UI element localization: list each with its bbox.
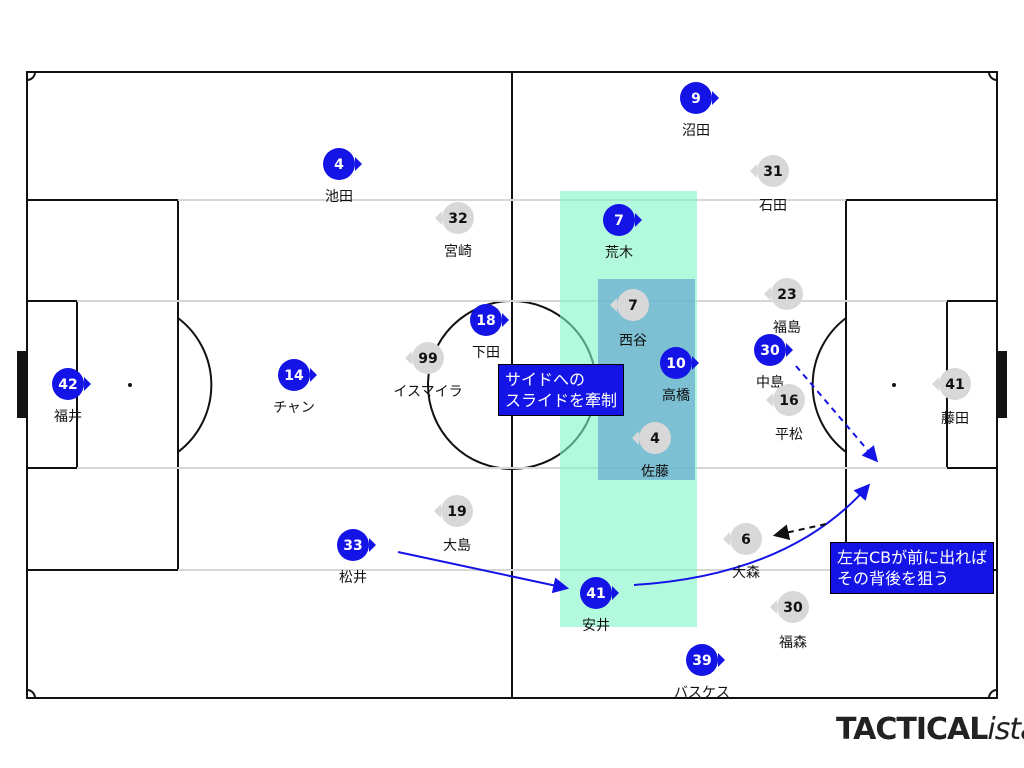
svg-text:4: 4 (650, 431, 660, 447)
press-arrow-omori (772, 523, 827, 541)
player-2: 7 荒木 (603, 204, 642, 261)
svg-text:33: 33 (343, 538, 362, 554)
svg-text:イスマイラ: イスマイラ (393, 384, 462, 400)
brand-logo: TACTICALista (836, 712, 1024, 747)
player-9: 41 安井 (580, 577, 619, 634)
svg-text:31: 31 (763, 164, 782, 180)
svg-text:西谷: 西谷 (619, 333, 647, 349)
svg-text:福井: 福井 (54, 409, 82, 425)
svg-text:7: 7 (614, 213, 624, 229)
player-16: 41 藤田 (932, 368, 971, 427)
player-20: 6 大森 (723, 523, 762, 581)
svg-text:下田: 下田 (472, 345, 500, 361)
player-6: 42 福井 (52, 368, 91, 425)
svg-text:バスケス: バスケス (674, 685, 730, 701)
svg-text:池田: 池田 (325, 189, 353, 205)
svg-text:39: 39 (692, 653, 711, 669)
svg-text:6: 6 (741, 532, 751, 548)
svg-text:松井: 松井 (339, 570, 367, 586)
player-5: 30 中島 (754, 334, 793, 391)
svg-text:10: 10 (666, 356, 686, 372)
player-19: 19 大島 (434, 495, 473, 554)
svg-text:41: 41 (586, 586, 605, 602)
slide-block-annotation: サイドへの スライドを牽制 (498, 364, 625, 416)
player-15: 99 イスマイラ (393, 342, 463, 400)
run-arrow-matsui (397, 551, 570, 594)
svg-text:高橋: 高橋 (662, 387, 690, 404)
svg-text:18: 18 (476, 313, 495, 329)
player-21: 30 福森 (770, 591, 809, 651)
svg-text:14: 14 (284, 368, 304, 384)
svg-text:福森: 福森 (779, 635, 807, 651)
player-10: 39 バスケス (674, 644, 730, 701)
brand-logo-italic: ista (987, 712, 1024, 747)
brand-logo-bold: TACTICAL (836, 712, 988, 747)
run-arrow-nakajima (795, 365, 879, 463)
player-4: 10 高橋 (660, 347, 699, 404)
svg-text:7: 7 (628, 298, 638, 314)
svg-text:宮崎: 宮崎 (444, 244, 472, 260)
svg-text:41: 41 (945, 377, 964, 393)
left-goal (17, 351, 27, 418)
player-11: 31 石田 (750, 155, 789, 214)
svg-text:沼田: 沼田 (682, 123, 710, 139)
player-8: 33 松井 (337, 529, 376, 586)
svg-text:大島: 大島 (443, 538, 471, 554)
svg-text:荒木: 荒木 (605, 245, 633, 261)
svg-text:平松: 平松 (775, 427, 803, 443)
svg-text:32: 32 (448, 211, 467, 227)
svg-text:中島: 中島 (756, 375, 784, 391)
svg-text:16: 16 (779, 393, 798, 409)
left-penalty-spot (128, 383, 132, 387)
lane-lines (77, 199, 947, 571)
right-goal (997, 351, 1007, 418)
player-1: 4 池田 (323, 148, 362, 205)
svg-text:30: 30 (760, 343, 780, 359)
svg-text:安井: 安井 (582, 618, 610, 634)
svg-text:チャン: チャン (273, 400, 315, 416)
svg-text:佐藤: 佐藤 (641, 464, 669, 480)
player-14: 23 福島 (764, 278, 803, 336)
run-arrow-yasui (633, 483, 871, 586)
svg-text:石田: 石田 (759, 198, 787, 214)
svg-text:藤田: 藤田 (941, 411, 969, 427)
player-13: 7 西谷 (610, 289, 649, 349)
svg-text:99: 99 (418, 351, 437, 367)
svg-text:大森: 大森 (732, 565, 760, 581)
player-18: 4 佐藤 (632, 422, 671, 480)
svg-text:23: 23 (777, 287, 796, 303)
player-7: 14 チャン (273, 359, 317, 416)
svg-text:4: 4 (334, 157, 344, 173)
player-3: 18 下田 (470, 304, 509, 361)
right-penalty-spot (892, 383, 896, 387)
player-0: 9 沼田 (680, 82, 719, 139)
svg-text:42: 42 (58, 377, 77, 393)
player-12: 32 宮崎 (435, 202, 474, 260)
svg-text:9: 9 (691, 91, 701, 107)
player-17: 16 平松 (766, 384, 805, 443)
svg-text:30: 30 (783, 600, 803, 616)
svg-text:19: 19 (447, 504, 466, 520)
svg-text:福島: 福島 (773, 320, 801, 336)
cb-runs-annotation: 左右CBが前に出れば その背後を狙う (830, 542, 995, 594)
